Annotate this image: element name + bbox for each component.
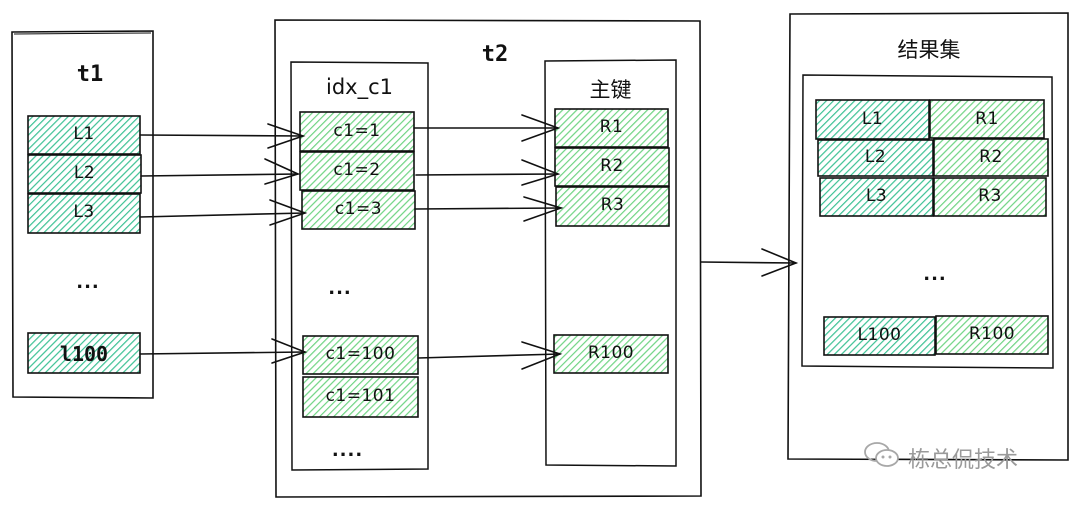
- index-row-2-label: c1=2: [333, 160, 381, 180]
- index-row-100-label: c1=100: [325, 344, 396, 364]
- arrow-t1-row1-to-index: [139, 123, 306, 149]
- t1-row-last: [27, 332, 141, 374]
- pk-row-1: [554, 108, 669, 148]
- t1-row-3: [27, 193, 141, 234]
- t1-row-3-label: L3: [73, 202, 95, 222]
- watermark: 栋总侃技术: [862, 440, 1018, 476]
- t1-row-1-label: L1: [73, 124, 95, 144]
- t1-row-2-label: L2: [73, 163, 96, 183]
- arrow-index-row3-to-pk: [414, 196, 564, 222]
- result-row-last-left: L100: [857, 325, 902, 345]
- t1-ellipsis: ...: [76, 272, 100, 293]
- t1-table-box: [11, 30, 154, 399]
- t2-table-box: [274, 19, 702, 498]
- index-row-101-label: c1=101: [325, 386, 396, 406]
- arrow-t1-row2-to-index: [140, 158, 301, 185]
- result-row-2: [817, 138, 1049, 177]
- result-row-last-right: R100: [968, 324, 1016, 344]
- wechat-icon: [862, 440, 902, 476]
- arrow-t2-to-result-set: [700, 248, 799, 277]
- index-row-3: [301, 190, 416, 230]
- t1-last-row-label: l100: [59, 342, 109, 366]
- result-row-1-right: R1: [975, 109, 999, 129]
- primary-key-box: [544, 59, 677, 467]
- index-tail-ellipsis: ....: [331, 440, 364, 461]
- index-row-1-label: c1=1: [333, 121, 381, 141]
- t1-title: t1: [76, 62, 104, 87]
- arrow-t1-row3-to-index: [139, 199, 308, 226]
- watermark-text: 栋总侃技术: [908, 448, 1019, 473]
- pk-row-3: [555, 186, 670, 227]
- index-row-101: [302, 376, 419, 418]
- pk-row-1-label: R1: [599, 117, 624, 137]
- result-row-last: [823, 315, 1049, 356]
- primary-key-title: 主键: [589, 78, 632, 102]
- result-row-1: [815, 99, 1045, 140]
- result-row-2-right: R2: [979, 147, 1003, 167]
- t2-title: t2: [481, 42, 509, 67]
- result-row-3-right: R3: [978, 186, 1002, 206]
- result-set-ellipsis: ...: [923, 264, 947, 285]
- result-row-2-left: L2: [864, 147, 887, 167]
- index-row-3-label: c1=3: [334, 199, 383, 219]
- index-row-2: [299, 151, 415, 191]
- t1-row-2: [27, 154, 142, 194]
- index-row-100: [302, 335, 419, 375]
- result-set-box: [787, 12, 1069, 461]
- pk-row-3-label: R3: [600, 195, 625, 215]
- index-ellipsis: ...: [328, 278, 352, 299]
- pk-row-100-label: R100: [587, 343, 635, 363]
- index-row-1: [299, 111, 415, 152]
- result-set-title: 结果集: [897, 38, 961, 62]
- arrow-index-row100-to-pk: [417, 341, 563, 370]
- result-row-3: [819, 177, 1047, 217]
- arrow-t1-last-to-index: [139, 338, 308, 364]
- result-row-1-left: L1: [861, 109, 884, 129]
- arrow-index-row2-to-pk: [415, 159, 561, 186]
- arrow-index-row1-to-pk: [413, 114, 561, 142]
- pk-row-2-label: R2: [600, 156, 624, 176]
- index-idx-c1-box: [290, 61, 429, 471]
- result-row-3-left: L3: [865, 186, 888, 206]
- result-set-inner-box: [801, 74, 1054, 369]
- index-title: idx_c1: [326, 75, 393, 99]
- pk-row-2: [554, 147, 670, 187]
